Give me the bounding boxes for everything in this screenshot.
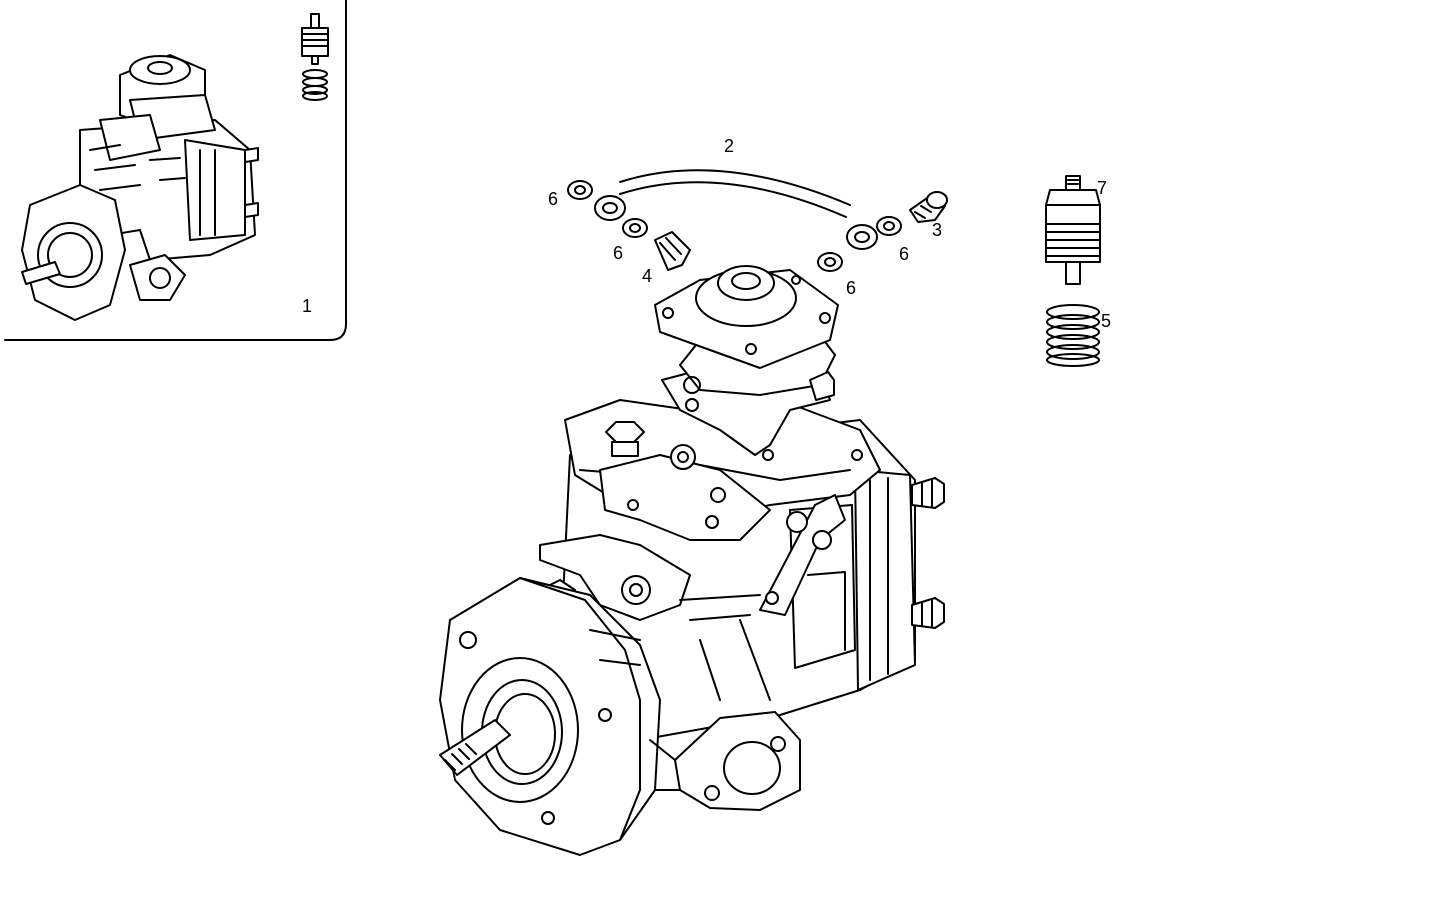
callout-3: 3: [932, 220, 942, 240]
callout-6-washer-right: 6: [846, 278, 856, 298]
inset-pump-drawing: [21, 54, 259, 321]
stop-solenoid-drawing: [1045, 175, 1101, 285]
callout-5: 5: [1101, 311, 1111, 331]
banjo-bolts: [654, 191, 948, 271]
callout-6-washer-left: 6: [548, 189, 558, 209]
callout-4: 4: [642, 266, 652, 286]
inset-solenoid-drawing: [301, 13, 329, 101]
sealing-washers: [567, 180, 902, 272]
spring-drawing: [1046, 304, 1100, 367]
callout-6-washer-far: 6: [899, 244, 909, 264]
callout-1: 1: [302, 296, 312, 316]
callout-6-washer-mid: 6: [613, 243, 623, 263]
inset-panel: [4, 0, 347, 341]
boost-pipe-assembly: [594, 169, 878, 250]
injection-pump-drawing: [439, 265, 945, 856]
callout-7: 7: [1097, 178, 1107, 198]
callout-2: 2: [724, 136, 734, 156]
